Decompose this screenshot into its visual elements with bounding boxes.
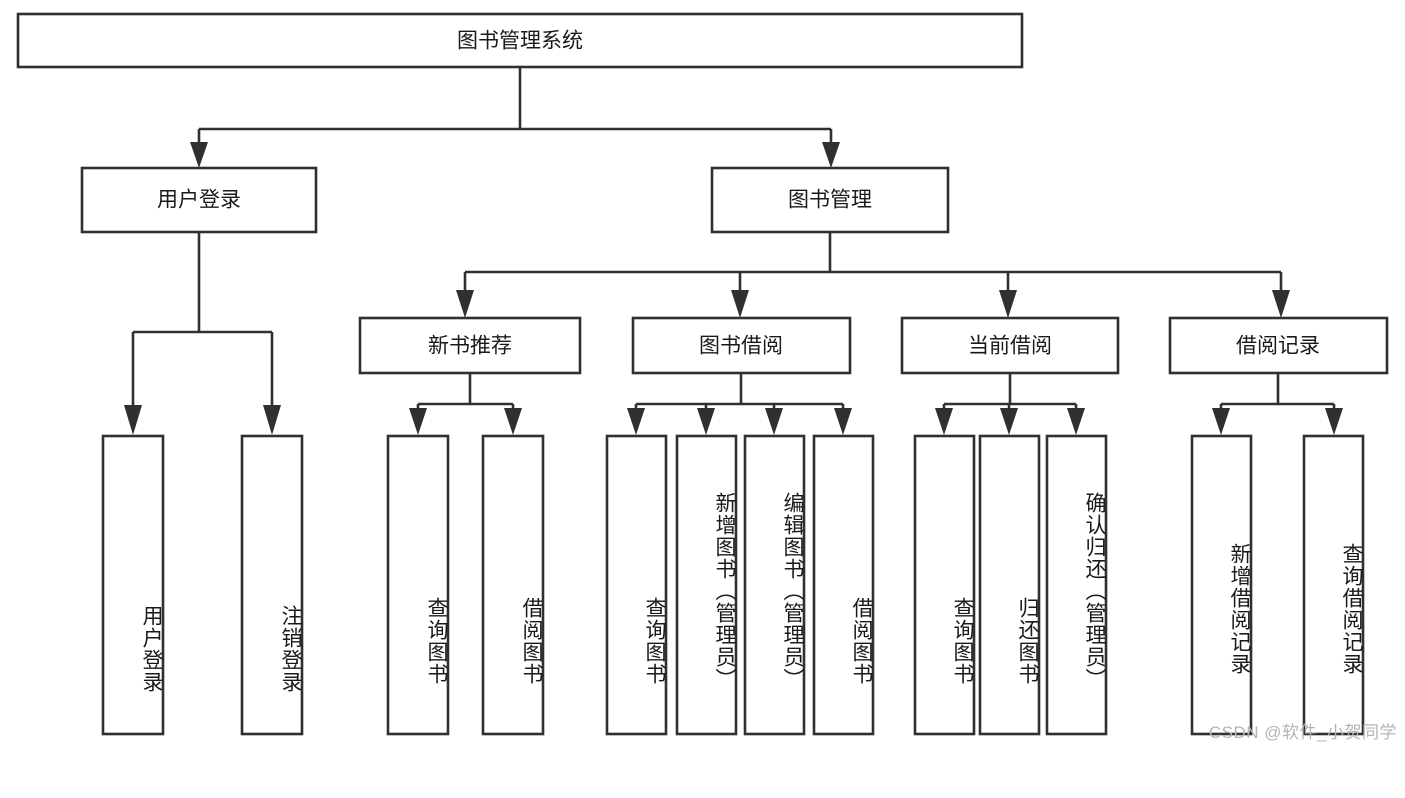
arrow-head-leaf-add-book [697, 408, 715, 435]
node-book-management-label: 图书管理 [788, 189, 872, 212]
leaf-confirm-return-box[interactable] [1045, 434, 1108, 736]
arrow-head-book-management [822, 142, 840, 168]
node-book-borrow-label: 图书借阅 [699, 335, 783, 358]
leaf-add-book-box[interactable] [675, 434, 738, 736]
leaf-query-book-1-box[interactable] [386, 434, 450, 736]
leaf-user-login-box[interactable] [101, 434, 165, 736]
leaf-return-book-box[interactable] [978, 434, 1041, 736]
connector-currentborrow-to-leaves [935, 373, 1085, 435]
arrow-head-leaf-add-record [1212, 408, 1230, 435]
arrow-head-leaf-return-book [1000, 408, 1018, 435]
node-borrow-record-box[interactable] [1168, 316, 1389, 375]
node-book-borrow-box[interactable] [631, 316, 852, 375]
connector-userlogin-to-leaves [124, 232, 281, 435]
arrow-head-leaf-confirm-return [1067, 408, 1085, 435]
leaf-query-book-3-box[interactable] [913, 434, 976, 736]
leaf-query-book-2-box[interactable] [605, 434, 668, 736]
leaf-logout-login-box[interactable] [240, 434, 304, 736]
flowchart-diagram: 图书管理系统 用户登录 图书管理 [16, 12, 1397, 742]
arrow-head-leaf-query-book-1 [409, 408, 427, 435]
connector-borrowrecord-to-leaves [1212, 373, 1343, 435]
node-new-book-recommend-box[interactable] [358, 316, 582, 375]
arrow-head-leaf-logout-login [263, 405, 281, 435]
flowchart-svg: 图书管理系统 用户登录 图书管理 [16, 12, 1389, 736]
csdn-watermark: CSDN @软件_小贺同学 [1208, 723, 1397, 742]
node-root-label: 图书管理系统 [457, 30, 583, 53]
arrow-head-current-borrow [999, 290, 1017, 318]
arrow-head-leaf-edit-book [765, 408, 783, 435]
leaf-edit-book-box[interactable] [743, 434, 806, 736]
connector-bookmgmt-to-level3 [456, 232, 1290, 318]
node-new-book-recommend-label: 新书推荐 [428, 335, 512, 358]
connector-newbook-to-leaves [409, 373, 522, 435]
connector-bookborrow-to-leaves [627, 373, 852, 435]
arrow-head-leaf-query-book-3 [935, 408, 953, 435]
node-root[interactable]: 图书管理系统 [16, 12, 1024, 69]
node-user-login[interactable]: 用户登录 [80, 166, 318, 234]
arrow-head-leaf-borrow-book-1 [504, 408, 522, 435]
node-book-management-box[interactable] [710, 166, 950, 234]
node-book-management[interactable]: 图书管理 [710, 166, 950, 234]
node-root-box[interactable] [16, 12, 1024, 69]
node-borrow-record-label: 借阅记录 [1236, 335, 1320, 358]
arrow-head-new-book-recommend [456, 290, 474, 318]
leaf-query-record-box[interactable] [1302, 434, 1365, 736]
leaf-add-record-box[interactable] [1190, 434, 1253, 736]
node-current-borrow-box[interactable] [900, 316, 1120, 375]
node-book-borrow[interactable]: 图书借阅 [631, 316, 852, 375]
leaf-borrow-book-1-box[interactable] [481, 434, 545, 736]
arrow-head-leaf-query-book-2 [627, 408, 645, 435]
node-user-login-label: 用户登录 [157, 189, 241, 212]
arrow-head-leaf-query-record [1325, 408, 1343, 435]
node-new-book-recommend[interactable]: 新书推荐 [358, 316, 582, 375]
arrow-head-book-borrow [731, 290, 749, 318]
node-current-borrow-label: 当前借阅 [968, 335, 1052, 358]
arrow-head-leaf-user-login [124, 405, 142, 435]
leaf-borrow-book-2-box[interactable] [812, 434, 875, 736]
node-current-borrow[interactable]: 当前借阅 [900, 316, 1120, 375]
arrow-head-borrow-record [1272, 290, 1290, 318]
connector-root-to-level2 [190, 67, 840, 168]
node-borrow-record[interactable]: 借阅记录 [1168, 316, 1389, 375]
arrow-head-user-login [190, 142, 208, 168]
arrow-head-leaf-borrow-book-2 [834, 408, 852, 435]
